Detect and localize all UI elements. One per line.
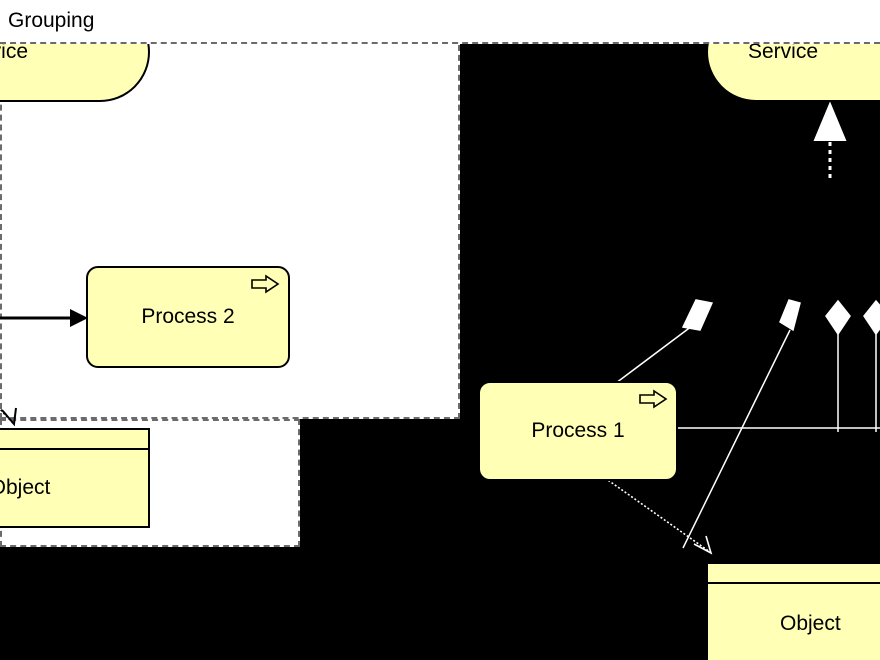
aggregation-edge-offscreen-a bbox=[825, 299, 851, 432]
object-header-band-left bbox=[0, 430, 148, 450]
process-node-1[interactable]: Process 1 bbox=[478, 381, 678, 481]
process-arrow-icon bbox=[251, 274, 280, 294]
aggregation-edge-process1 bbox=[611, 299, 714, 387]
process-label-2: Process 2 bbox=[141, 305, 235, 328]
object-header-band-right bbox=[708, 564, 880, 584]
service-label-left: ervice bbox=[0, 40, 29, 63]
grouping-body-right[interactable]: Grouping bbox=[0, 0, 880, 547]
grouping-label-right: Grouping bbox=[8, 9, 95, 32]
process-arrow-icon bbox=[639, 389, 668, 409]
object-label-right: Object bbox=[780, 612, 841, 635]
aggregation-edge-object bbox=[682, 299, 801, 549]
object-node-left[interactable]: Object bbox=[0, 428, 150, 528]
aggregation-edge-offscreen-b bbox=[863, 299, 880, 432]
service-label-right: Service bbox=[748, 40, 819, 63]
realization-edge-right bbox=[813, 101, 847, 178]
object-node-right[interactable]: Object bbox=[706, 562, 880, 660]
access-edge-right bbox=[604, 477, 713, 555]
grouping-title-right: Grouping bbox=[0, 0, 880, 44]
process-node-2[interactable]: Process 2 bbox=[86, 266, 290, 368]
object-label-left: Object bbox=[0, 476, 51, 499]
process-label-1: Process 1 bbox=[531, 419, 625, 442]
